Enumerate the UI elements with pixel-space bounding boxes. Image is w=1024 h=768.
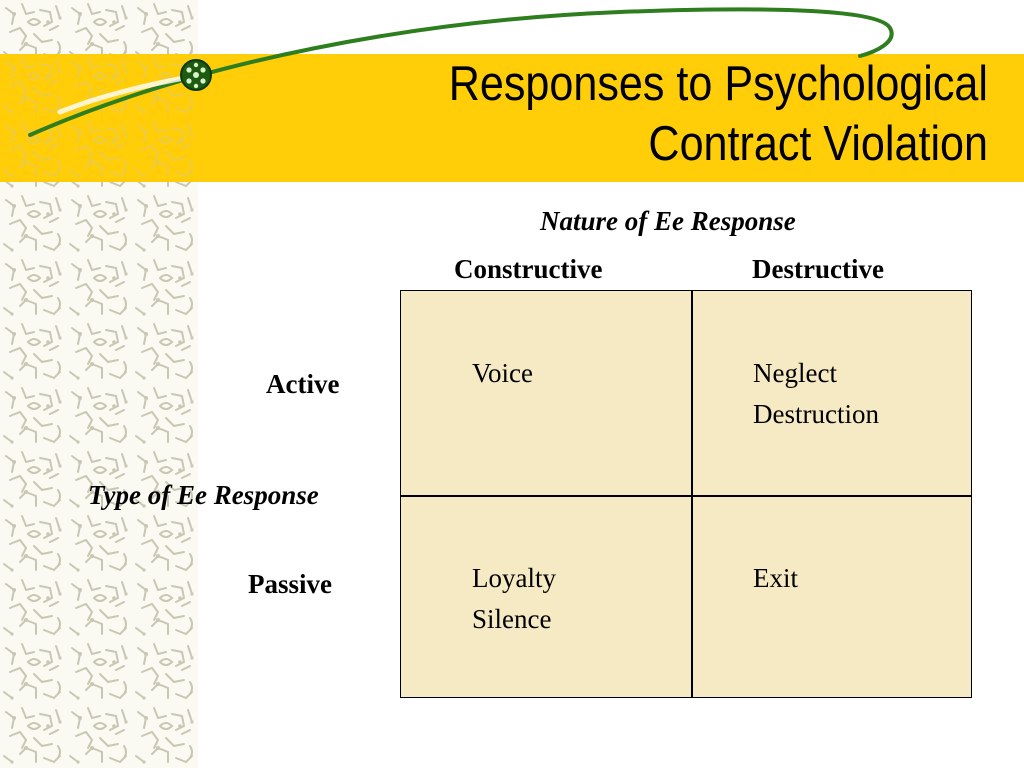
title-line-2: Contract Violation — [648, 117, 988, 171]
column-header-destructive: Destructive — [752, 254, 884, 284]
cell-passive-destructive: Exit — [753, 558, 798, 599]
cell-active-constructive: Voice — [472, 353, 533, 394]
matrix-horizontal-divider — [401, 495, 971, 497]
slide-title: Responses to Psychological Contract Viol… — [372, 54, 988, 174]
row-header-active: Active — [266, 369, 340, 399]
cell-text: Silence — [472, 604, 552, 634]
cell-text: Loyalty — [472, 563, 556, 593]
cell-active-destructive: Neglect Destruction — [753, 353, 879, 435]
title-line-1: Responses to Psychological — [448, 57, 988, 111]
y-axis-title: Type of Ee Response — [88, 480, 319, 510]
cell-text: Voice — [472, 358, 533, 388]
cell-passive-constructive: Loyalty Silence — [472, 558, 556, 640]
x-axis-title: Nature of Ee Response — [540, 206, 796, 236]
matrix-vertical-divider — [691, 291, 693, 697]
cell-text: Neglect — [753, 358, 837, 388]
title-band-pattern — [0, 54, 198, 182]
cell-text: Exit — [753, 563, 798, 593]
cell-text: Destruction — [753, 399, 879, 429]
row-header-passive: Passive — [248, 569, 332, 599]
column-header-constructive: Constructive — [454, 254, 603, 284]
response-matrix: Voice Neglect Destruction Loyalty Silenc… — [400, 290, 972, 698]
